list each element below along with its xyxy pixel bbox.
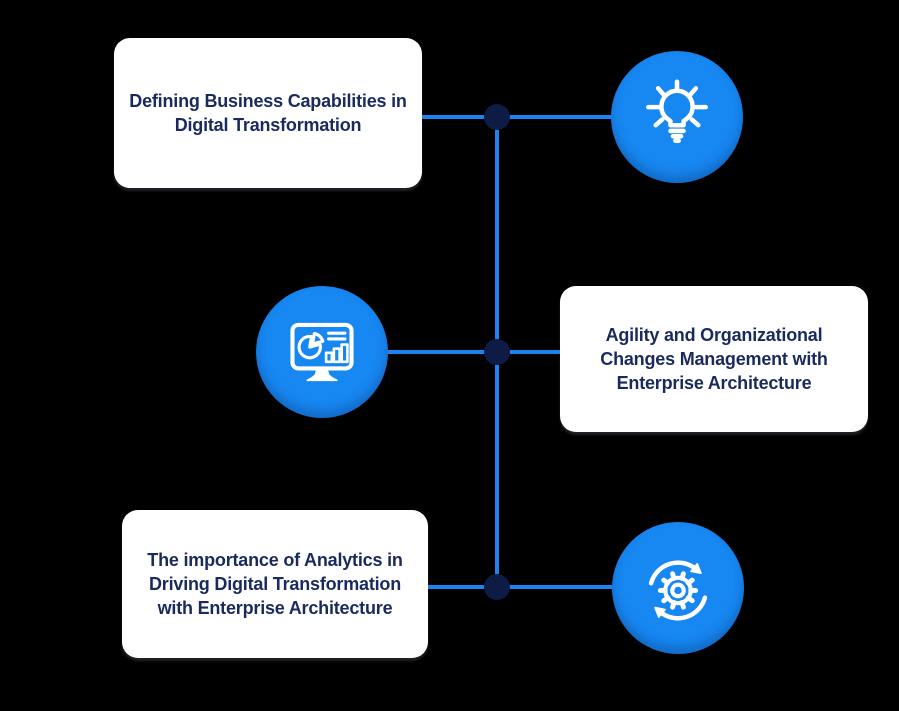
card-title: The importance of Analytics in Driving D… [122, 548, 428, 620]
icon-badge-analytics [256, 286, 388, 418]
card-title-line: Changes Management with [600, 349, 828, 369]
card-title-line: The importance of Analytics in [147, 550, 403, 570]
timeline-node-dot-1 [484, 104, 510, 130]
card-importance-of-analytics: The importance of Analytics in Driving D… [122, 510, 428, 658]
card-title-line: Defining Business Capabilities in [129, 91, 407, 111]
card-defining-business-capabilities: Defining Business Capabilities in Digita… [114, 38, 422, 188]
card-title-line: Driving Digital Transformation [148, 574, 402, 594]
connector-line-row3 [427, 585, 613, 589]
timeline-node-dot-2 [484, 339, 510, 365]
analytics-dashboard-monitor-icon [290, 322, 354, 382]
lightbulb-idea-icon [646, 79, 708, 144]
gear-process-cycle-icon [648, 560, 708, 621]
card-title: Agility and Organizational Changes Manag… [560, 323, 868, 395]
icon-badge-process [612, 522, 744, 654]
card-title: Defining Business Capabilities in Digita… [114, 89, 422, 137]
connector-line-row2 [387, 350, 561, 354]
timeline-node-dot-3 [484, 574, 510, 600]
card-title-line: Enterprise Architecture [616, 373, 812, 393]
icon-badge-idea [611, 51, 743, 183]
card-title-line: Digital Transformation [174, 115, 362, 135]
card-agility-org-change: Agility and Organizational Changes Manag… [560, 286, 868, 432]
connector-line-row1 [422, 115, 612, 119]
card-title-line: Agility and Organizational [605, 325, 823, 345]
card-title-line: with Enterprise Architecture [157, 598, 393, 618]
